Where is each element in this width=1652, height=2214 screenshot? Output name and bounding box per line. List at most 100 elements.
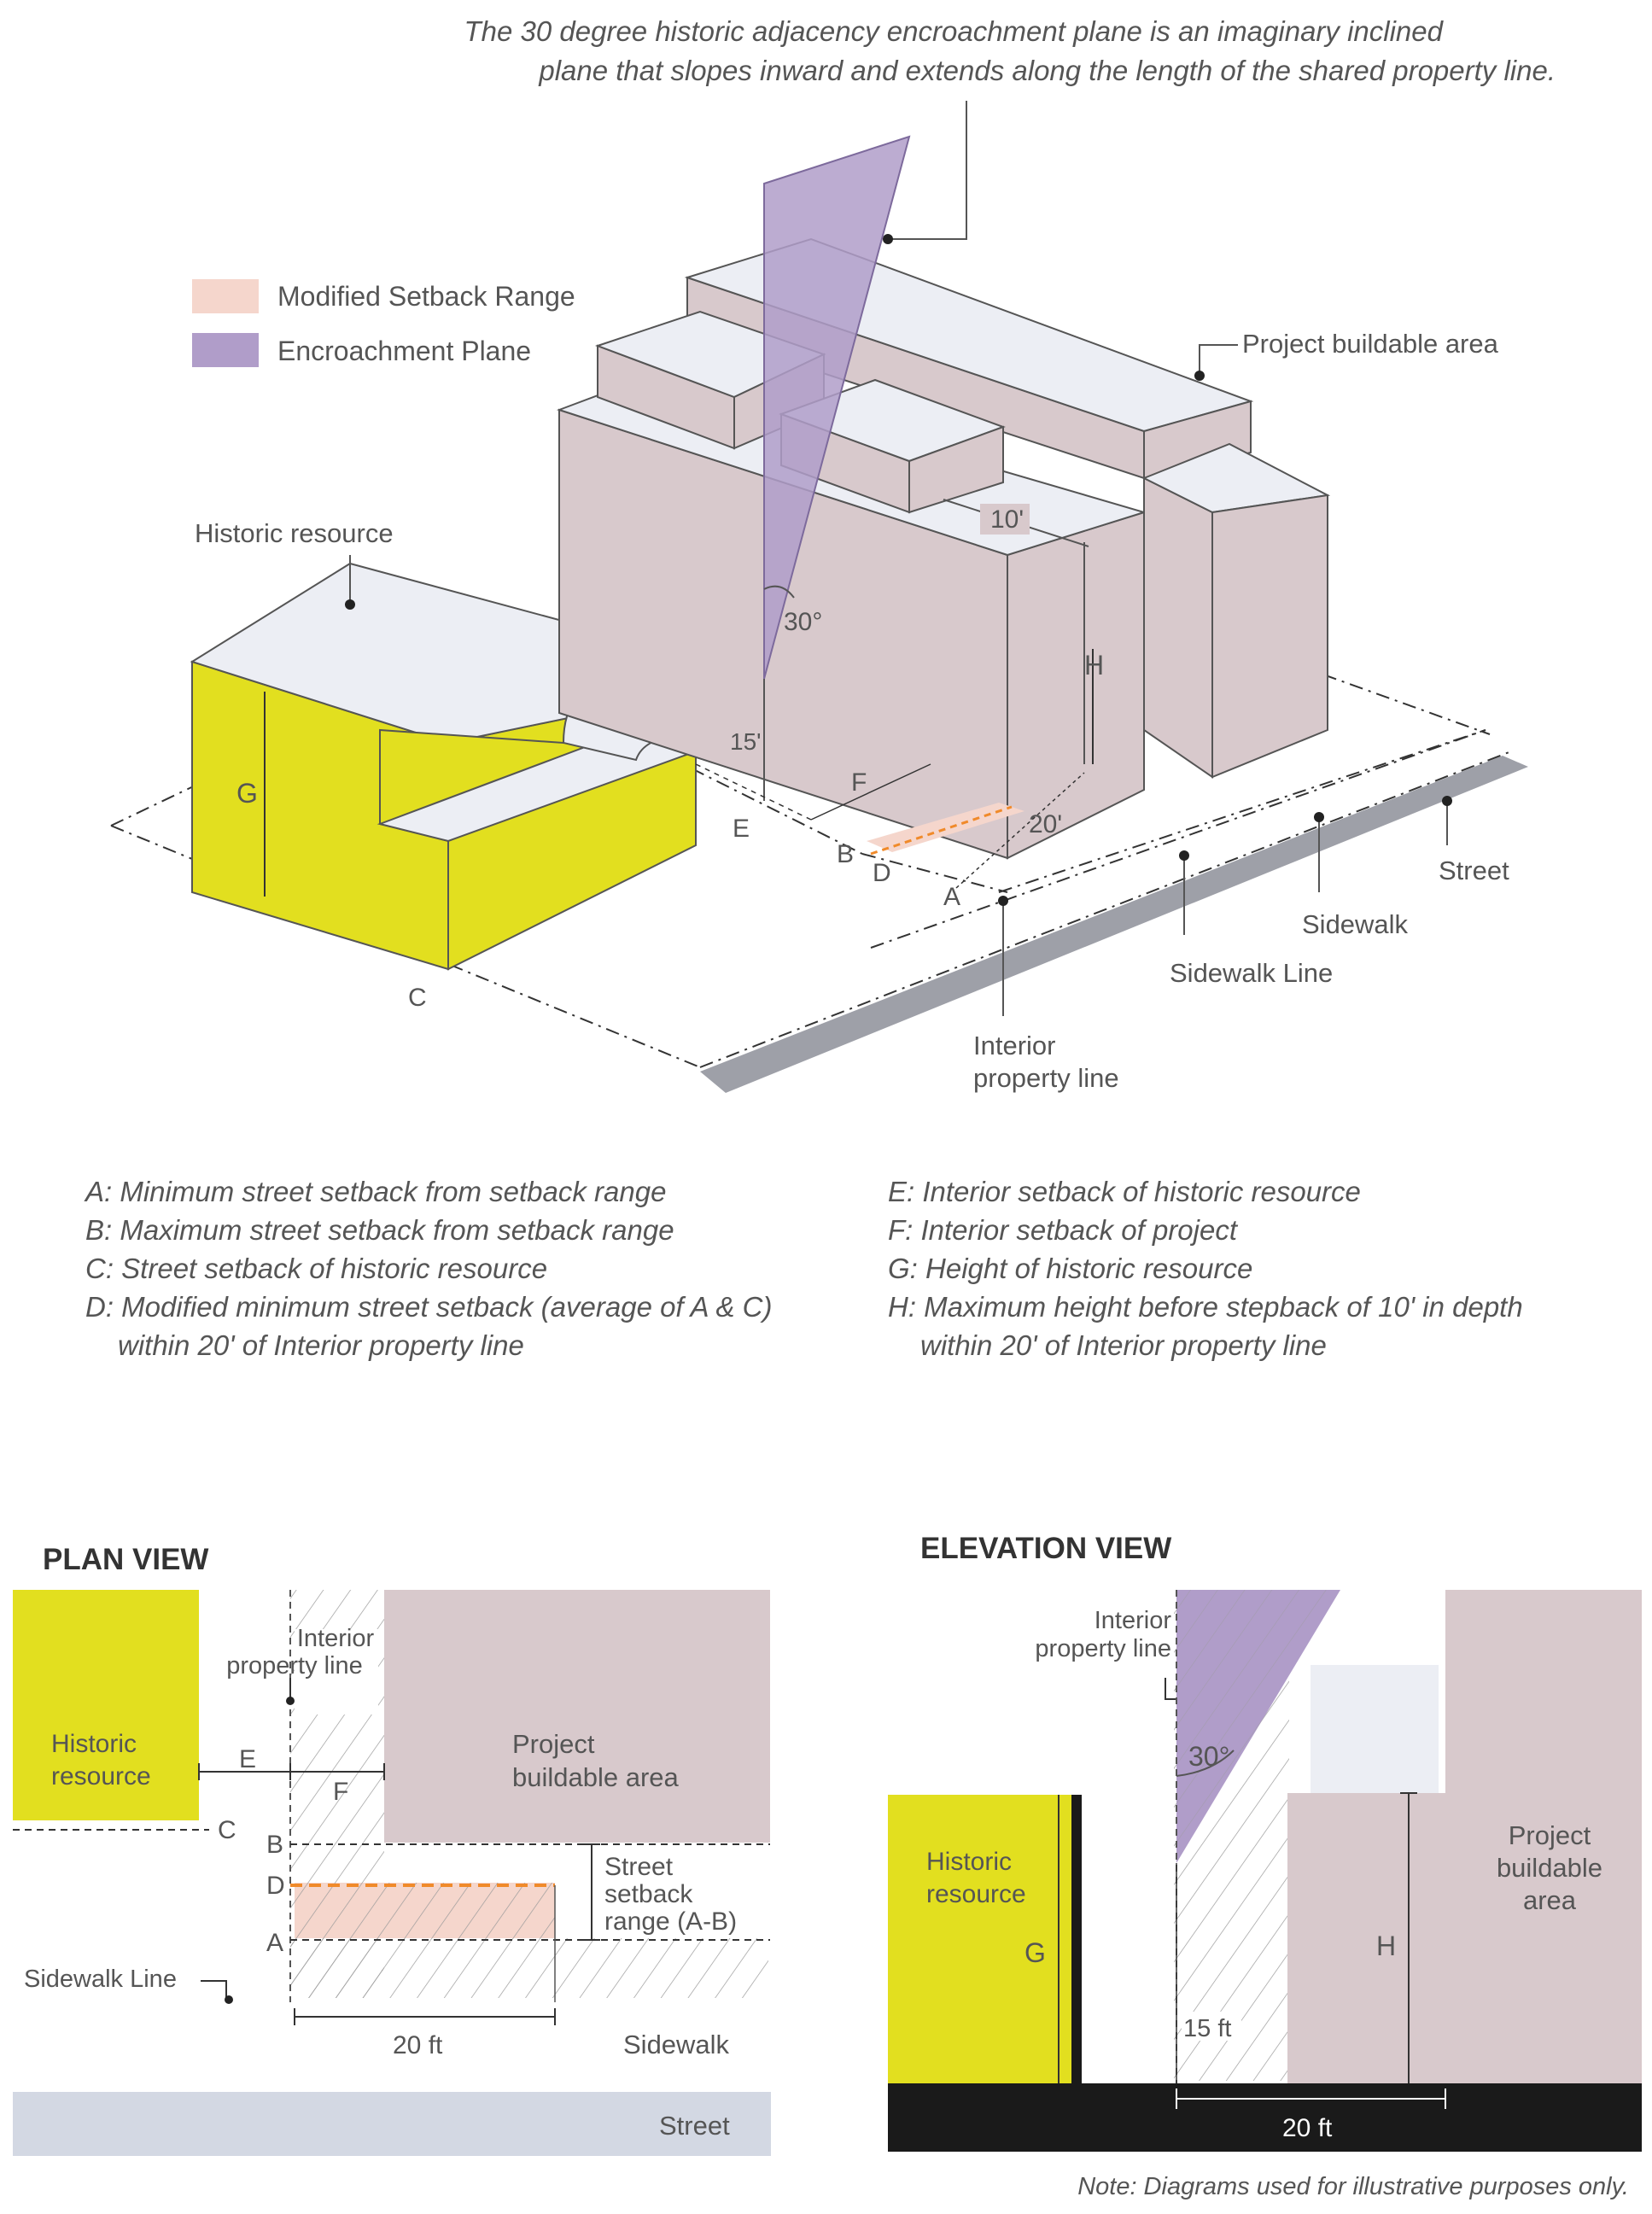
plan-range-line-3: range (A-B)	[604, 1907, 737, 1936]
angle-arc	[763, 585, 795, 599]
sidewalk-line-leader-dot	[1179, 850, 1189, 861]
sidewalk-edge-line	[699, 751, 1512, 1068]
caption-leader	[888, 101, 967, 240]
dim-f-line	[810, 763, 931, 821]
plan-interior-line-1: Interior	[297, 1625, 375, 1652]
caption: The 30 degree historic adjacency encroac…	[464, 15, 1556, 244]
iso-project-label: Project buildable area	[1242, 329, 1499, 359]
isometric-diagram: G 30° 15' 10' H	[110, 135, 1528, 1093]
iso-historic-label: Historic resource	[195, 518, 394, 548]
notes: A: Minimum street setback from setback r…	[84, 1176, 1523, 1361]
plan-range-line-1: Street	[604, 1853, 674, 1881]
elev-upper-block	[1311, 1665, 1439, 1793]
plan-sidewalk-leader	[201, 1980, 227, 1998]
elev-letter-h: H	[1376, 1931, 1396, 1961]
iso-dim-20: 20'	[1029, 810, 1062, 838]
iso-letter-a: A	[943, 883, 960, 911]
elev-historic-line-1: Historic	[926, 1848, 1012, 1876]
elev-project-line-1: Project	[1509, 1820, 1591, 1850]
plan-project-line-2: buildable area	[512, 1762, 680, 1792]
plan-project	[384, 1590, 770, 1843]
iso-letter-b: B	[837, 840, 854, 868]
plan-historic	[13, 1590, 199, 1820]
elev-letter-g: G	[1024, 1937, 1046, 1968]
elevation-view: ELEVATION VIEW 30° Interior property lin…	[888, 1532, 1642, 2152]
legend-setback-swatch	[192, 279, 259, 313]
rear-lot-line	[1322, 674, 1491, 735]
note-f: F: Interior setback of project	[888, 1214, 1239, 1246]
note-c: C: Street setback of historic resource	[85, 1253, 547, 1284]
elev-dim-15-bg	[1182, 2012, 1241, 2041]
plan-letter-c: C	[218, 1816, 236, 1844]
plan-letter-f: F	[333, 1778, 348, 1806]
elev-interior-label-bg	[1012, 1605, 1174, 1674]
elev-historic-line-2: resource	[926, 1880, 1026, 1908]
center-box-side	[908, 425, 1004, 514]
note-g: G: Height of historic resource	[888, 1253, 1252, 1284]
elev-ground	[888, 2083, 1642, 2152]
dim-e-line	[695, 763, 812, 821]
iso-line-d	[870, 805, 1013, 856]
note-h: H: Maximum height before stepback of 10'…	[888, 1291, 1523, 1323]
iso-angle-label: 30°	[784, 608, 822, 636]
elev-interior-line-1: Interior	[1095, 1607, 1172, 1634]
note-b: B: Maximum street setback from setback r…	[85, 1214, 674, 1246]
elev-title: ELEVATION VIEW	[920, 1532, 1171, 1565]
elev-dim-15: 15 ft	[1183, 2015, 1231, 2042]
plan-letter-d: D	[266, 1872, 285, 1900]
plan-historic-line-1: Historic	[51, 1730, 137, 1758]
plan-range-label-bg	[602, 1853, 756, 1934]
elev-historic	[888, 1795, 1080, 2083]
elev-interior-line-2: property line	[1035, 1635, 1171, 1662]
historic-leader-dot	[345, 599, 355, 610]
iso-dim-15: 15'	[730, 728, 762, 755]
iso-letter-h: H	[1084, 650, 1104, 681]
note-e: E: Interior setback of historic resource	[888, 1176, 1361, 1207]
plan-sidewalk-hatch	[290, 1938, 768, 1998]
legend: Modified Setback Range Encroachment Plan…	[192, 279, 575, 367]
iso-interior-line-2: property line	[973, 1063, 1119, 1093]
right-block-front	[1143, 476, 1213, 779]
legend-setback-label: Modified Setback Range	[277, 281, 575, 312]
lot-line-left	[110, 772, 223, 827]
plan-street	[13, 2092, 771, 2156]
note-h-cont: within 20' of Interior property line	[920, 1329, 1327, 1361]
elev-historic-edge	[1071, 1795, 1082, 2083]
interior-setback-line	[998, 729, 1486, 893]
elev-encroachment-hatch	[1176, 1590, 1340, 1863]
plan-sidewalk-dot	[225, 1995, 233, 2004]
plan-view: PLAN VIEW Historic resource Project buil…	[13, 1543, 771, 2156]
plan-project-line-1: Project	[512, 1729, 595, 1759]
plan-interior-line-2: property line	[226, 1652, 363, 1679]
plan-range-line-2: setback	[604, 1880, 693, 1908]
street-curb	[700, 756, 1528, 1093]
plan-interior-label-bg	[295, 1629, 378, 1715]
elev-angle-label: 30°	[1188, 1741, 1229, 1772]
plan-historic-line-2: resource	[51, 1762, 151, 1790]
sidewalk-line	[870, 729, 1486, 949]
plan-sidewalk-line-label: Sidewalk Line	[24, 1966, 177, 1993]
encroachment-plane	[763, 135, 911, 680]
project-leader	[1199, 344, 1238, 376]
elev-dim-20: 20 ft	[1282, 2114, 1333, 2142]
plan-street-label: Street	[659, 2111, 730, 2141]
plan-sidewalk-label: Sidewalk	[623, 2030, 730, 2059]
legend-encroachment-swatch	[192, 333, 259, 367]
elev-lower-block	[1287, 1793, 1445, 2083]
elev-angle-arc	[1176, 1750, 1235, 1777]
right-block-side	[1211, 494, 1328, 779]
iso-letter-c: C	[408, 984, 427, 1012]
interior-property-line	[691, 768, 863, 855]
dim-10-bg	[980, 504, 1030, 535]
plan-setback-hatch	[295, 1883, 555, 1938]
caption-line-2: plane that slopes inward and extends alo…	[538, 55, 1556, 86]
legend-encroachment-label: Encroachment Plane	[277, 336, 531, 366]
iso-interior-line-1: Interior	[973, 1031, 1055, 1060]
plan-title: PLAN VIEW	[43, 1543, 208, 1576]
iso-letter-e: E	[733, 815, 750, 843]
plan-letter-e: E	[239, 1745, 256, 1773]
iso-sidewalk-label: Sidewalk	[1302, 909, 1409, 939]
elev-tall-block	[1445, 1590, 1642, 2083]
iso-sidewalk-line-label: Sidewalk Line	[1170, 958, 1333, 988]
